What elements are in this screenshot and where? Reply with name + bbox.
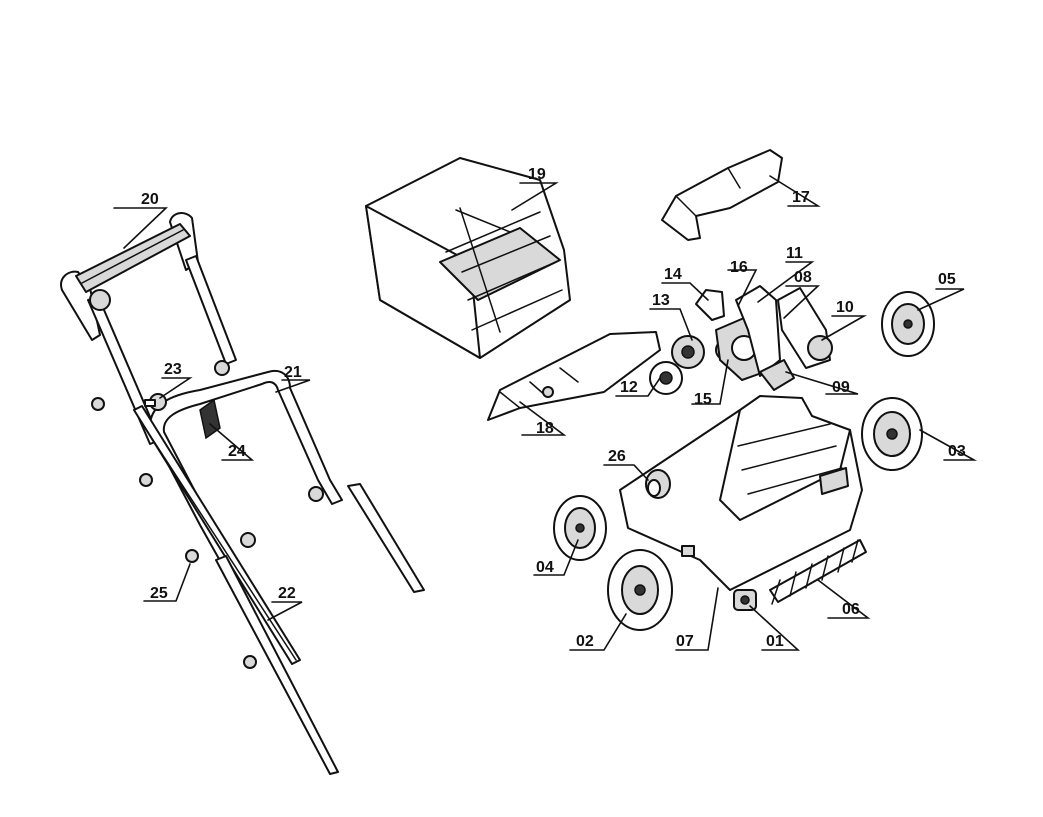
callout-16: 16 <box>730 259 748 276</box>
plug-10 <box>807 335 833 361</box>
front-wheel-02 <box>607 549 673 631</box>
gear-13 <box>671 335 705 369</box>
callout-04: 04 <box>536 559 554 576</box>
grass-bag-19 <box>365 157 571 359</box>
middle-handle-21 <box>148 370 425 593</box>
motor-cover-17 <box>661 149 783 241</box>
bracket-14 <box>695 289 725 321</box>
callout-07: 07 <box>676 633 694 650</box>
callout-19: 19 <box>528 166 546 183</box>
upper-handle-20 <box>60 212 237 445</box>
callout-24: 24 <box>228 443 246 460</box>
scarifier-roller-06 <box>769 539 867 605</box>
rear-wheel-05 <box>881 291 935 357</box>
shaft-part-01 <box>733 589 757 611</box>
flap-18 <box>487 331 661 421</box>
callout-20: 20 <box>141 191 159 208</box>
knob-pair <box>214 360 324 548</box>
callout-01: 01 <box>766 633 784 650</box>
callout-06: 06 <box>842 601 860 618</box>
callout-13: 13 <box>652 292 670 309</box>
callout-15: 15 <box>694 391 712 408</box>
callout-11: 11 <box>786 245 803 262</box>
cable-clip-24 <box>199 398 221 440</box>
callout-12: 12 <box>620 379 638 396</box>
lower-handle-22 <box>133 405 339 775</box>
callout-17: 17 <box>792 189 810 206</box>
callout-21: 21 <box>284 364 302 381</box>
front-wheel-04 <box>553 495 607 561</box>
callout-18: 18 <box>536 420 554 437</box>
callout-14: 14 <box>664 266 682 283</box>
knob-23 <box>144 393 167 411</box>
main-housing-07 <box>619 395 863 591</box>
leader-lines <box>113 175 978 651</box>
callout-10: 10 <box>836 299 854 316</box>
callout-labels: 20 19 17 18 11 08 16 14 13 12 15 10 09 0… <box>141 166 966 650</box>
wheel-small-12 <box>649 361 683 395</box>
callout-26: 26 <box>608 448 626 465</box>
part-09 <box>759 359 795 391</box>
roller-26 <box>645 469 671 499</box>
callout-25: 25 <box>150 585 168 602</box>
housing-11 <box>735 285 781 377</box>
callout-05: 05 <box>938 271 956 288</box>
callout-23: 23 <box>164 361 182 378</box>
callout-08: 08 <box>794 269 812 286</box>
callout-02: 02 <box>576 633 594 650</box>
callout-09: 09 <box>832 379 850 396</box>
callout-03: 03 <box>948 443 966 460</box>
callout-22: 22 <box>278 585 296 602</box>
nut-25 <box>91 397 257 669</box>
rear-wheel-03 <box>861 397 923 471</box>
